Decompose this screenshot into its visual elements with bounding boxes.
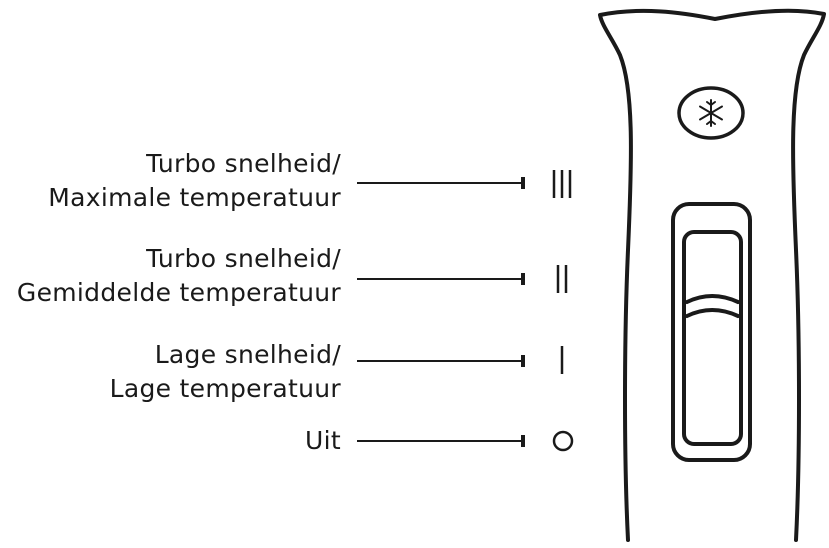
switch-slider <box>685 294 740 304</box>
setting-max-line2: Maximale temperatuur <box>48 183 341 212</box>
symbol-II <box>556 265 568 293</box>
symbol-O <box>552 430 574 452</box>
setting-low-line1: Lage snelheid/ <box>154 340 341 369</box>
switch-frame <box>671 202 752 462</box>
leader-tick-2 <box>521 273 525 285</box>
leader-tick-4 <box>521 435 525 447</box>
setting-label-low: Lage snelheid/ Lage temperatuur <box>110 338 341 406</box>
cool-shot-button <box>677 86 745 140</box>
setting-medium-line2: Gemiddelde temperatuur <box>16 278 341 307</box>
snowflake-icon <box>699 99 723 127</box>
symbol-III <box>552 170 572 198</box>
leader-tick-1 <box>521 177 525 189</box>
setting-medium-line1: Turbo snelheid/ <box>146 244 341 273</box>
handle-outline <box>598 8 826 542</box>
setting-max-line1: Turbo snelheid/ <box>146 149 341 178</box>
setting-off-line1: Uit <box>305 426 341 455</box>
setting-label-max: Turbo snelheid/ Maximale temperatuur <box>48 147 341 215</box>
setting-low-line2: Lage temperatuur <box>109 374 341 403</box>
setting-label-off: Uit <box>305 424 341 458</box>
switch-track <box>682 230 743 446</box>
leader-tick-3 <box>521 355 525 367</box>
setting-label-medium: Turbo snelheid/ Gemiddelde temperatuur <box>17 242 341 310</box>
switch-slider-edge <box>685 308 740 318</box>
